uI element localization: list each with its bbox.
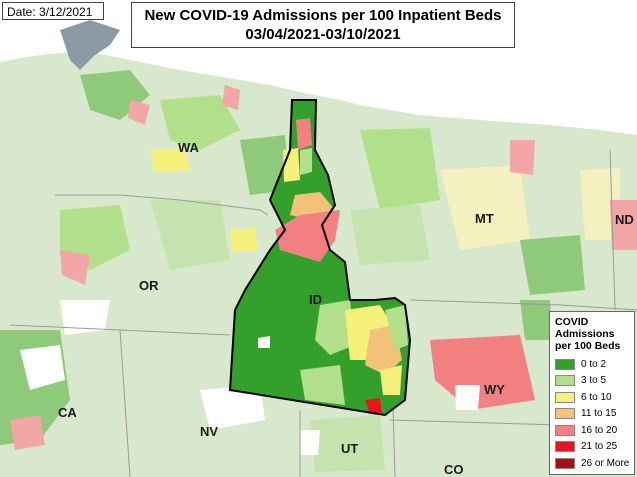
state-label-ut: UT xyxy=(341,441,359,456)
legend-label: 11 to 15 xyxy=(581,408,617,420)
state-label-mt: MT xyxy=(475,211,494,226)
id-pink-north xyxy=(296,118,312,150)
nv-white xyxy=(200,385,265,430)
legend-item: 0 to 2 xyxy=(555,356,629,373)
legend-title-line-3: per 100 Beds xyxy=(555,340,621,352)
legend-swatch xyxy=(555,375,575,387)
legend-swatch xyxy=(555,424,575,436)
legend-items: 0 to 2 3 to 5 6 to 10 11 to 15 16 to 20 21 to… xyxy=(555,356,629,472)
state-label-id: ID xyxy=(309,292,322,307)
title-line-2: 03/04/2021-03/10/2021 xyxy=(245,26,401,43)
wy-white xyxy=(455,385,480,410)
or-green-2 xyxy=(150,200,230,270)
legend-title-line-1: COVID xyxy=(555,316,589,328)
legend-label: 16 to 20 xyxy=(581,424,618,436)
mt-nd-border xyxy=(609,149,616,311)
id-lightgreen-1 xyxy=(315,300,355,355)
mt-yellow-2 xyxy=(580,168,620,240)
legend-label: 26 or More xyxy=(581,457,630,469)
id-lightgreen-3 xyxy=(300,365,345,405)
mt-green-2 xyxy=(520,235,585,295)
nd-pink xyxy=(610,200,637,250)
id-lightgreen-north xyxy=(300,148,312,175)
map-title: New COVID-19 Admissions per 100 Inpatien… xyxy=(131,2,515,48)
mt-green-1 xyxy=(360,128,440,210)
legend-label: 3 to 5 xyxy=(581,375,607,387)
state-label-wy: WY xyxy=(484,382,505,397)
state-label-or: OR xyxy=(139,278,159,293)
ut-white xyxy=(300,430,320,455)
id-white xyxy=(258,336,270,348)
ut-green xyxy=(310,415,385,472)
mt-green-3 xyxy=(350,205,430,265)
legend-label: 21 to 25 xyxy=(581,441,618,453)
legend-swatch xyxy=(555,441,575,453)
mt-pink-1 xyxy=(510,140,535,175)
puget-sound xyxy=(60,20,120,70)
legend-label: 0 to 2 xyxy=(581,358,607,370)
state-label-wa: WA xyxy=(178,140,199,155)
state-label-ca: CA xyxy=(58,405,77,420)
date-label: Date: 3/12/2021 xyxy=(2,2,104,20)
or-white xyxy=(60,300,110,335)
legend-item: 21 to 25 xyxy=(555,439,629,456)
idaho xyxy=(228,99,412,417)
legend-swatch xyxy=(555,457,575,469)
wa-yellow xyxy=(150,148,190,172)
legend-item: 3 to 5 xyxy=(555,373,629,390)
legend-swatch xyxy=(555,391,575,403)
ut-co-border xyxy=(389,419,561,426)
legend: COVID Admissions per 100 Beds 0 to 2 3 to… xyxy=(549,311,635,475)
wy-green xyxy=(520,300,552,340)
ca-nv-border xyxy=(119,329,131,477)
state-label-nd: ND xyxy=(615,212,634,227)
legend-title: COVID Admissions per 100 Beds xyxy=(555,316,629,352)
or-yellow xyxy=(230,228,258,252)
legend-label: 6 to 10 xyxy=(581,391,612,403)
wa-pink-1 xyxy=(128,100,150,125)
legend-swatch xyxy=(555,358,575,370)
legend-swatch xyxy=(555,408,575,420)
wa-or-border xyxy=(55,194,269,216)
wa-green-2 xyxy=(160,95,240,150)
legend-item: 26 or More xyxy=(555,455,629,472)
state-label-co: CO xyxy=(444,462,464,477)
ca-white xyxy=(20,345,65,390)
id-red xyxy=(365,398,382,415)
mt-yellow-1 xyxy=(440,165,530,250)
legend-item: 11 to 15 xyxy=(555,406,629,423)
id-lightgreen-2 xyxy=(385,305,408,350)
id-yellow-north xyxy=(283,148,300,182)
id-yellow-2 xyxy=(380,365,402,395)
legend-item: 6 to 10 xyxy=(555,389,629,406)
ca-pink xyxy=(10,415,45,450)
legend-item: 16 to 20 xyxy=(555,422,629,439)
title-line-1: New COVID-19 Admissions per 100 Inpatien… xyxy=(144,7,502,24)
mt-wy-border xyxy=(409,299,637,311)
idaho-outline xyxy=(228,99,412,417)
legend-title-line-2: Admissions xyxy=(555,328,615,340)
or-pink xyxy=(60,250,90,285)
state-label-nv: NV xyxy=(200,424,219,439)
wa-pink-2 xyxy=(222,85,240,110)
